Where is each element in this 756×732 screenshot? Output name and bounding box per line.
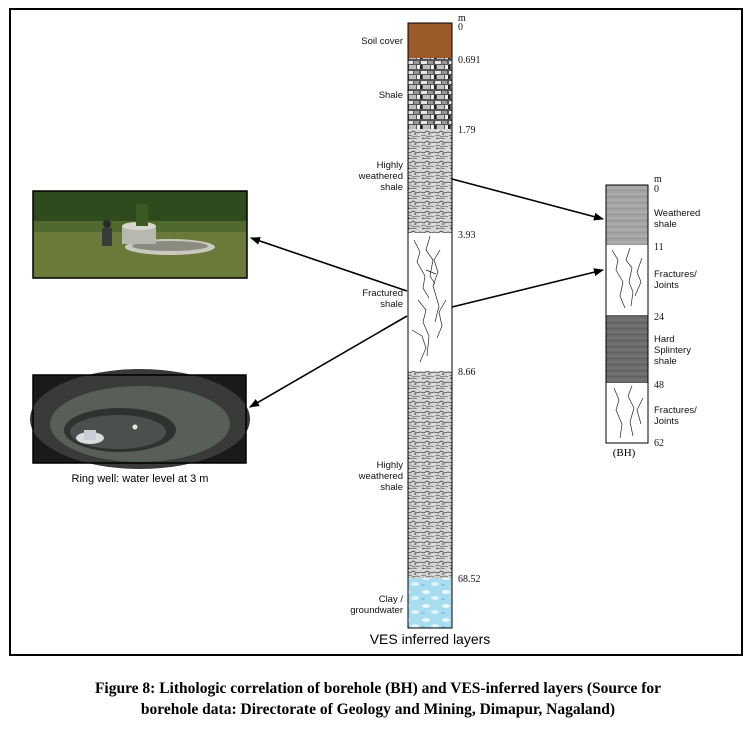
bh-title: (BH)	[613, 447, 636, 459]
figure-frame	[9, 8, 743, 656]
arrow-ves-to-bh-fractures	[451, 268, 604, 308]
ring-well-photo	[30, 369, 250, 469]
bh-depth-2: 24	[654, 312, 664, 323]
bh-layer-fractures-lower	[606, 383, 648, 443]
caption-line-1: Figure 8: Lithologic correlation of bore…	[94, 680, 662, 697]
ves-unit: m	[458, 13, 466, 24]
label-line: Hard	[654, 334, 675, 345]
bh-unit: m	[654, 174, 662, 185]
ves-layer-shale	[408, 58, 452, 129]
arrow-ves-to-bh-weathered	[451, 178, 604, 221]
ves-column	[407, 22, 453, 629]
arrow-ves-to-ring-well	[249, 315, 408, 408]
label-line: Highly	[377, 460, 404, 471]
label-line: Fractures/	[654, 405, 697, 416]
bh-column-border	[605, 184, 649, 444]
label-line: weathered	[358, 471, 403, 482]
bh-layer-fractures-upper	[606, 245, 648, 315]
ves-depth-4: 8.66	[458, 367, 476, 378]
ves-column-border	[407, 22, 453, 629]
ves-depth-3: 3.93	[458, 230, 476, 241]
ves-depth-5: 68.52	[458, 574, 481, 585]
label-line: Fractures/	[654, 269, 697, 280]
bh-fracture-lines-upper	[611, 247, 643, 309]
label-line: Fractured	[362, 288, 403, 299]
ves-depth-2: 1.79	[458, 125, 476, 136]
label-line: shale	[380, 182, 403, 193]
ves-layer-soil	[408, 23, 452, 58]
bh-depth-4: 62	[654, 438, 664, 449]
bh-depth-1: 11	[654, 242, 664, 253]
ves-title: VES inferred layers	[370, 631, 491, 647]
ves-depth-0: 0	[458, 22, 463, 33]
well-caption: Ring well: water level at 3 m	[72, 473, 209, 485]
field-photo	[32, 190, 248, 279]
label-line: Joints	[654, 416, 679, 427]
label-line: Clay /	[379, 594, 404, 605]
label-line: Splintery	[654, 345, 691, 356]
arrow-ves-to-field-photo	[250, 237, 408, 292]
ves-layer-weathered-upper	[408, 129, 452, 233]
ves-fracture-lines	[411, 235, 447, 363]
label-line: shale	[654, 356, 677, 367]
label-line: Weathered	[654, 208, 700, 219]
bh-depth-0: 0	[654, 184, 659, 195]
label-line: Joints	[654, 280, 679, 291]
ves-depth-1: 0.691	[458, 55, 481, 66]
bh-label-fractures-lower: Fractures/Joints	[654, 405, 697, 427]
figure-caption: Figure 8: Lithologic correlation of bore…	[0, 678, 756, 720]
ves-layer-weathered-lower	[408, 371, 452, 578]
ves-label-shale: Shale	[379, 90, 403, 101]
bh-fracture-lines-lower	[613, 385, 644, 439]
label-line: Highly	[377, 160, 404, 171]
label-line: shale	[380, 299, 403, 310]
label-line: shale	[654, 219, 677, 230]
ves-label-groundwater: Clay /groundwater	[350, 594, 403, 616]
label-line: shale	[380, 482, 403, 493]
ves-label-soil: Soil cover	[361, 36, 403, 47]
bh-column	[605, 184, 649, 444]
ves-layer-fractured	[408, 233, 452, 371]
bh-label-fractures-upper: Fractures/Joints	[654, 269, 697, 291]
caption-line-2: borehole data: Directorate of Geology an…	[140, 701, 616, 718]
ves-layer-groundwater	[408, 578, 452, 628]
bh-layer-weathered	[606, 185, 648, 245]
label-line: groundwater	[350, 605, 403, 616]
bh-depth-3: 48	[654, 380, 664, 391]
bh-layer-hard-shale	[606, 315, 648, 383]
label-line: weathered	[358, 171, 403, 182]
